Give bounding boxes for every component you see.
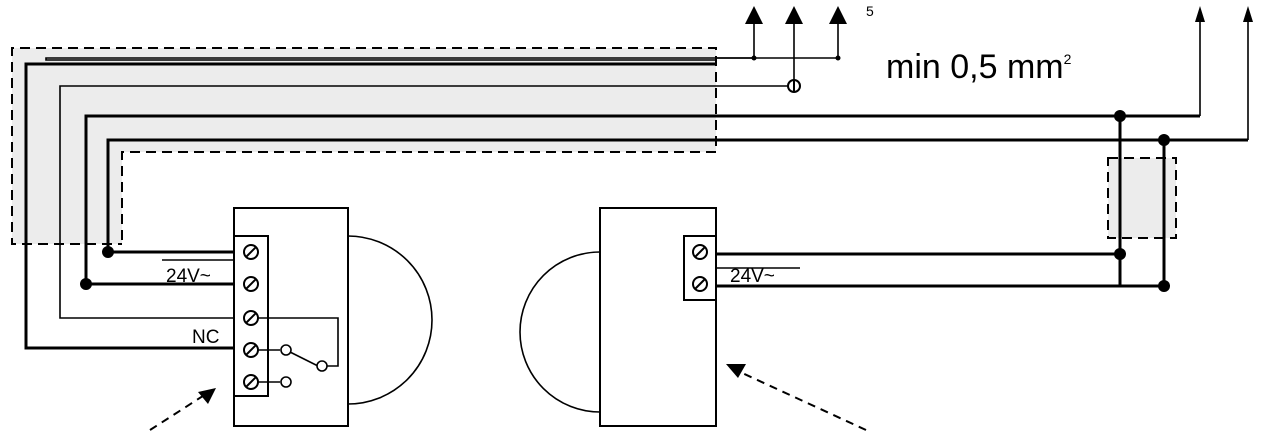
arrow-up-icon	[1195, 6, 1205, 22]
output-arrows-right	[1195, 6, 1253, 140]
detector-right: 24V~	[519, 207, 1120, 431]
supply-label-right: 24V~	[730, 266, 775, 287]
pointer-right	[739, 371, 867, 431]
arrow-icon	[726, 364, 746, 378]
detector-right-lens	[519, 251, 601, 413]
arrow-up-icon	[829, 6, 847, 24]
relay-contact	[258, 317, 339, 388]
terminal-screws-right	[692, 244, 708, 292]
terminal-screws-left	[243, 244, 259, 390]
output-arrows-group	[745, 6, 847, 93]
detector-left: 24V~ NC	[80, 207, 433, 431]
arrow-up-icon	[745, 6, 763, 24]
conductor-1	[45, 57, 754, 61]
footnote-marker: 5	[866, 3, 874, 19]
junction-dot	[1158, 134, 1170, 146]
arrow-up-icon	[1243, 6, 1253, 22]
junction-dot	[102, 246, 114, 258]
conductor-24v-a	[84, 114, 1200, 286]
arrow-icon	[198, 388, 216, 404]
nc-label: NC	[192, 327, 219, 348]
conductor-24v-b	[106, 138, 1248, 254]
junction-dot	[80, 278, 92, 290]
wire-size-label: min 0,5 mm2	[886, 48, 1072, 86]
pointer-left	[149, 393, 207, 431]
supply-label-left: 24V~	[166, 266, 211, 287]
detector-left-lens	[347, 235, 433, 405]
conductor-nc	[24, 62, 716, 350]
junction-dot	[1158, 280, 1170, 292]
cable-bundle-left	[11, 47, 717, 245]
cable-bundle-right	[1107, 157, 1177, 239]
conductor-common	[59, 85, 794, 319]
arrow-up-icon	[785, 6, 803, 24]
junction-dot	[1114, 110, 1126, 122]
